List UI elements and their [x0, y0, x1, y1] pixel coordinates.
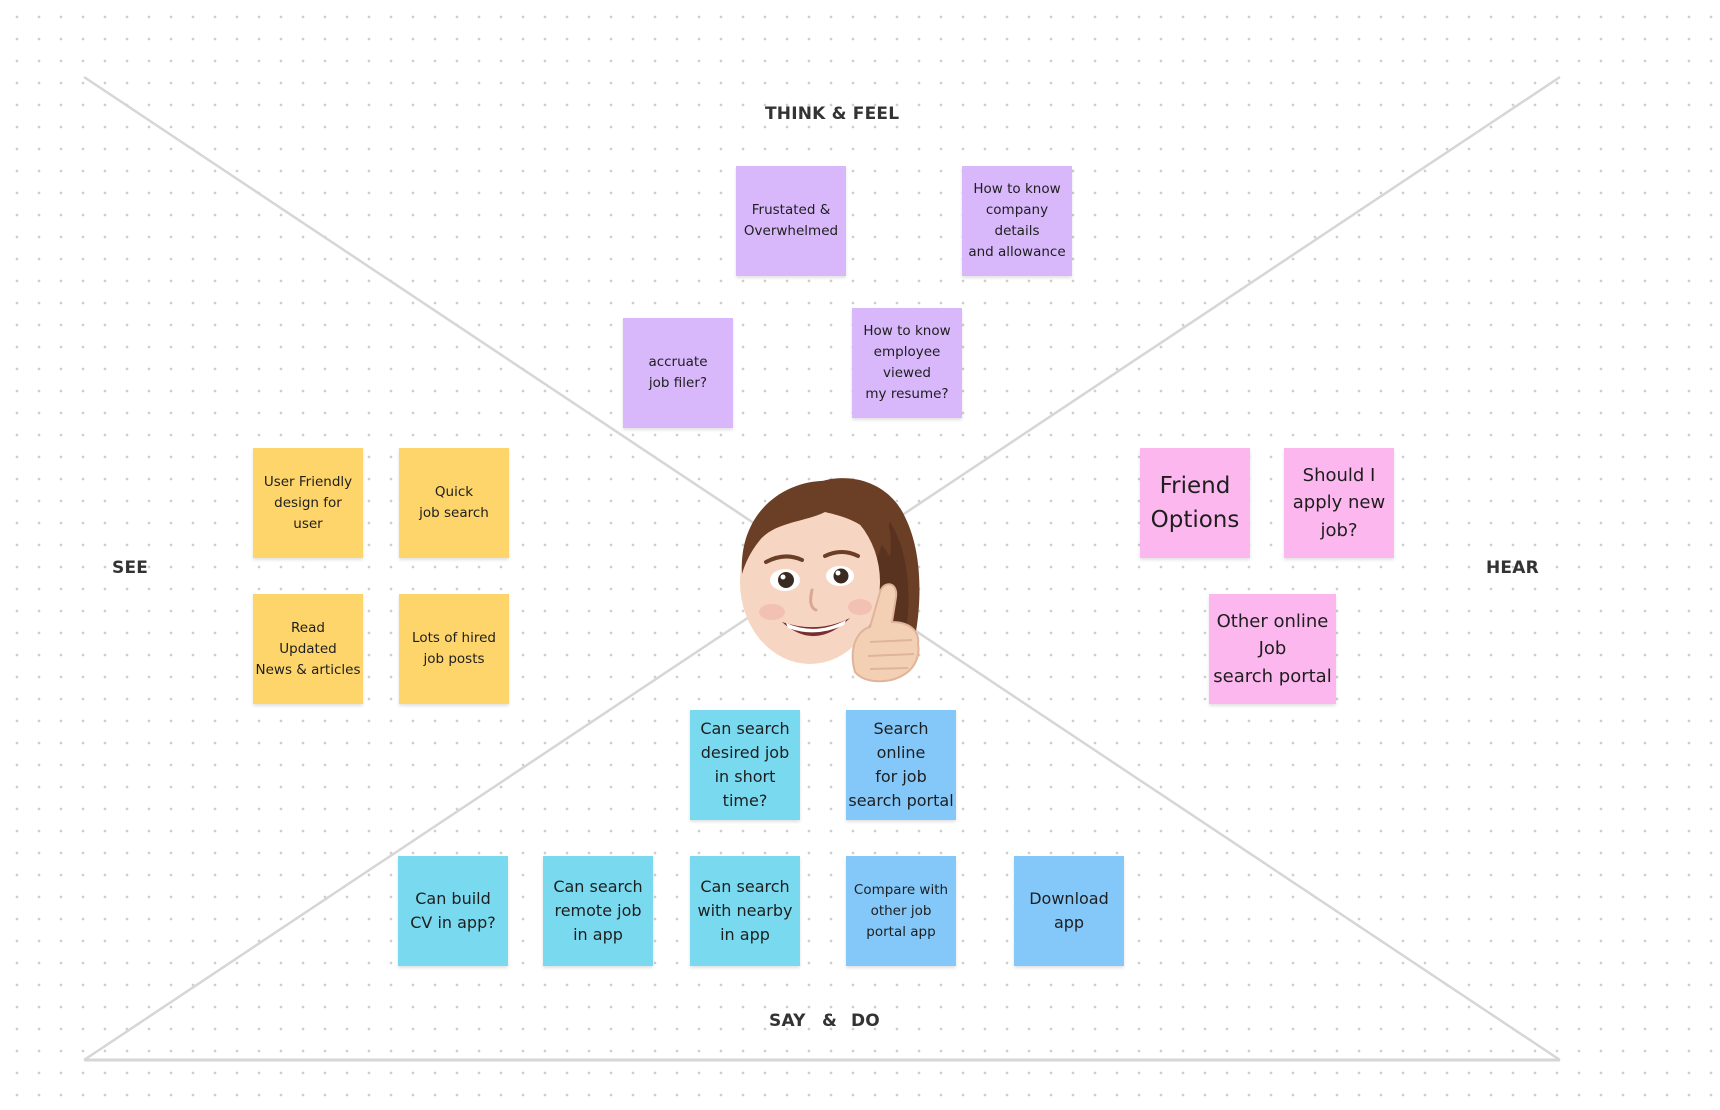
sticky-note-hear[interactable]: Other online Job search portal	[1209, 594, 1336, 704]
sticky-note-text: Can search with nearby in app	[697, 877, 793, 944]
avatar-eye-glint-left	[780, 574, 786, 580]
avatar-eye-glint-right	[835, 570, 841, 576]
sticky-note-text: How to know employee viewed my resume?	[863, 323, 951, 402]
section-label-ampersand: &	[822, 1011, 838, 1031]
memoji-thumbs-up-icon	[740, 478, 920, 683]
section-label-see: SEE	[112, 558, 149, 578]
avatar-pupil-left	[778, 572, 794, 588]
sticky-note-say-do[interactable]: Can search desired job in short time?	[690, 710, 800, 820]
sticky-note-text: Can build CV in app?	[410, 889, 496, 932]
sticky-note-text: Download app	[1029, 889, 1109, 932]
avatar-fringe	[741, 480, 891, 574]
sticky-note-text: Read Updated News & articles	[255, 619, 361, 678]
avatar-brow-left	[764, 554, 804, 564]
sticky-note-text: Search online for job search portal	[848, 719, 954, 810]
avatar-cheek-right	[848, 599, 872, 615]
sticky-note-see[interactable]: Quick job search	[399, 448, 509, 558]
sticky-note-text: Quick job search	[419, 484, 489, 521]
sticky-note-text: Compare with other job portal app	[853, 881, 949, 940]
sticky-note-think-feel[interactable]: accruate job filer?	[623, 318, 733, 428]
avatar-brow-right	[823, 550, 860, 558]
sticky-note-say-do[interactable]: Can search remote job in app	[543, 856, 653, 966]
sticky-note-hear[interactable]: Friend Options	[1140, 448, 1250, 558]
avatar-teeth	[786, 620, 846, 633]
sticky-note-think-feel[interactable]: Frustated & Overwhelmed	[736, 166, 846, 276]
section-label-do: DO	[851, 1011, 880, 1031]
section-label-think-feel: THINK & FEEL	[765, 104, 900, 124]
avatar-pupil-right	[833, 568, 849, 584]
sticky-note-text: Can search remote job in app	[553, 877, 643, 944]
section-label-say: SAY	[769, 1011, 806, 1031]
section-label-hear: HEAR	[1486, 558, 1539, 578]
sticky-note-hear[interactable]: Should I apply new job?	[1284, 448, 1394, 558]
sticky-note-text: How to know company details and allowanc…	[968, 181, 1066, 260]
sticky-note-text: Frustated & Overwhelmed	[743, 202, 839, 239]
sticky-note-say-do[interactable]: Can build CV in app?	[398, 856, 508, 966]
sticky-note-say-do[interactable]: Download app	[1014, 856, 1124, 966]
sticky-note-say-do[interactable]: Search online for job search portal	[846, 710, 956, 820]
avatar-face	[740, 500, 880, 664]
sticky-note-see[interactable]: User Friendly design for user	[253, 448, 363, 558]
sticky-note-think-feel[interactable]: How to know company details and allowanc…	[962, 166, 1072, 276]
sticky-note-text: Other online Job search portal	[1213, 610, 1332, 687]
sticky-note-say-do[interactable]: Compare with other job portal app	[846, 856, 956, 966]
sticky-note-text: Can search desired job in short time?	[700, 719, 790, 810]
sticky-note-text: Lots of hired job posts	[412, 630, 496, 667]
avatar-hand	[851, 583, 920, 683]
sticky-note-text: User Friendly design for user	[263, 473, 353, 532]
sticky-note-text: Should I apply new job?	[1292, 464, 1386, 541]
sticky-note-see[interactable]: Lots of hired job posts	[399, 594, 509, 704]
sticky-note-text: Friend Options	[1150, 473, 1240, 533]
avatar-nose	[809, 588, 818, 612]
avatar-cheek-left	[759, 604, 785, 620]
avatar-hand-fingers	[867, 639, 915, 670]
sticky-note-text: accruate job filer?	[648, 354, 708, 391]
sticky-note-see[interactable]: Read Updated News & articles	[253, 594, 363, 704]
avatar-mouth	[782, 618, 850, 637]
sticky-note-think-feel[interactable]: How to know employee viewed my resume?	[852, 308, 962, 418]
sticky-note-say-do[interactable]: Can search with nearby in app	[690, 856, 800, 966]
